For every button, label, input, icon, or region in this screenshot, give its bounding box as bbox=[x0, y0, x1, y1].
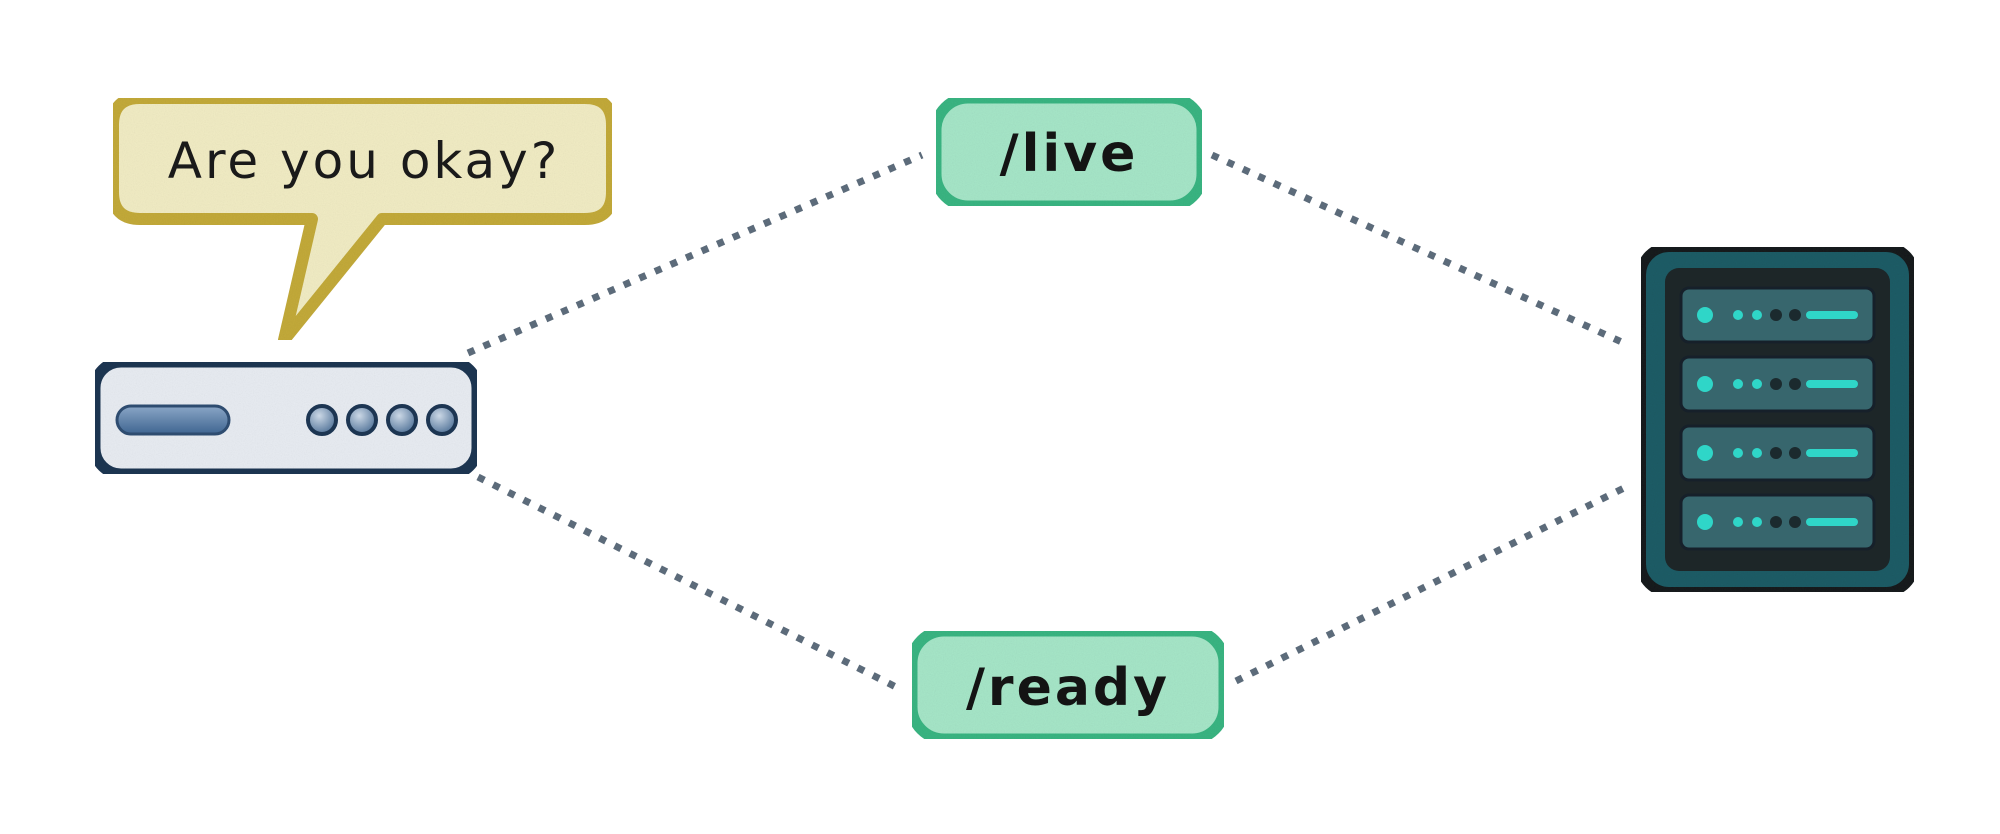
endpoint-ready-label: /ready bbox=[966, 658, 1170, 718]
speech-bubble-text: Are you okay? bbox=[168, 132, 561, 190]
server-unit-status-dot bbox=[1789, 309, 1801, 321]
server-unit-status-dot bbox=[1733, 517, 1743, 527]
server-unit-power-led bbox=[1697, 376, 1713, 392]
client-device-knob-4 bbox=[426, 404, 458, 436]
server-unit-activity-bar bbox=[1806, 380, 1858, 388]
connector-ready-to-server bbox=[1234, 483, 1628, 685]
connectors bbox=[466, 151, 1628, 692]
client-device-knob-1 bbox=[306, 404, 338, 436]
server-unit-status-dot bbox=[1733, 448, 1743, 458]
server-unit-power-led bbox=[1697, 514, 1713, 530]
endpoint-live: /live bbox=[930, 92, 1208, 212]
speech-bubble-shape bbox=[107, 92, 618, 346]
server-unit-status-dot bbox=[1733, 379, 1743, 389]
client-device-display-bar bbox=[115, 404, 231, 436]
server-unit-status-dot bbox=[1789, 378, 1801, 390]
server-unit-activity-bar bbox=[1806, 518, 1858, 526]
server-unit-2 bbox=[1679, 355, 1876, 413]
endpoint-ready: /ready bbox=[906, 625, 1230, 745]
server-unit-status-dot bbox=[1752, 310, 1762, 320]
endpoint-live-box bbox=[930, 92, 1208, 212]
server-unit-1 bbox=[1679, 286, 1876, 344]
server-unit-status-dot bbox=[1752, 517, 1762, 527]
server-unit-3 bbox=[1679, 424, 1876, 482]
client-device-body bbox=[89, 356, 483, 480]
server-unit-activity-bar bbox=[1806, 449, 1858, 457]
client-device-knob-2 bbox=[346, 404, 378, 436]
client-device-icon bbox=[89, 356, 483, 480]
server-unit-4 bbox=[1679, 493, 1876, 551]
client-device-knob-3 bbox=[386, 404, 418, 436]
server-unit-status-dot bbox=[1770, 378, 1782, 390]
server-unit-activity-bar bbox=[1806, 311, 1858, 319]
server-unit-status-dot bbox=[1770, 447, 1782, 459]
connector-client-to-ready bbox=[476, 473, 900, 692]
connector-client-to-live bbox=[466, 151, 924, 357]
server-unit-status-dot bbox=[1752, 448, 1762, 458]
server-units bbox=[1679, 286, 1876, 551]
server-unit-status-dot bbox=[1733, 310, 1743, 320]
server-rack-icon bbox=[1636, 242, 1919, 597]
endpoint-live-label: /live bbox=[1000, 124, 1139, 184]
server-unit-status-dot bbox=[1752, 379, 1762, 389]
connector-live-to-server bbox=[1210, 151, 1628, 348]
server-unit-power-led bbox=[1697, 445, 1713, 461]
speech-bubble: Are you okay? bbox=[107, 92, 618, 346]
endpoint-ready-box bbox=[906, 625, 1230, 745]
server-unit-status-dot bbox=[1770, 309, 1782, 321]
server-unit-status-dot bbox=[1770, 516, 1782, 528]
server-unit-status-dot bbox=[1789, 516, 1801, 528]
server-unit-status-dot bbox=[1789, 447, 1801, 459]
server-unit-power-led bbox=[1697, 307, 1713, 323]
